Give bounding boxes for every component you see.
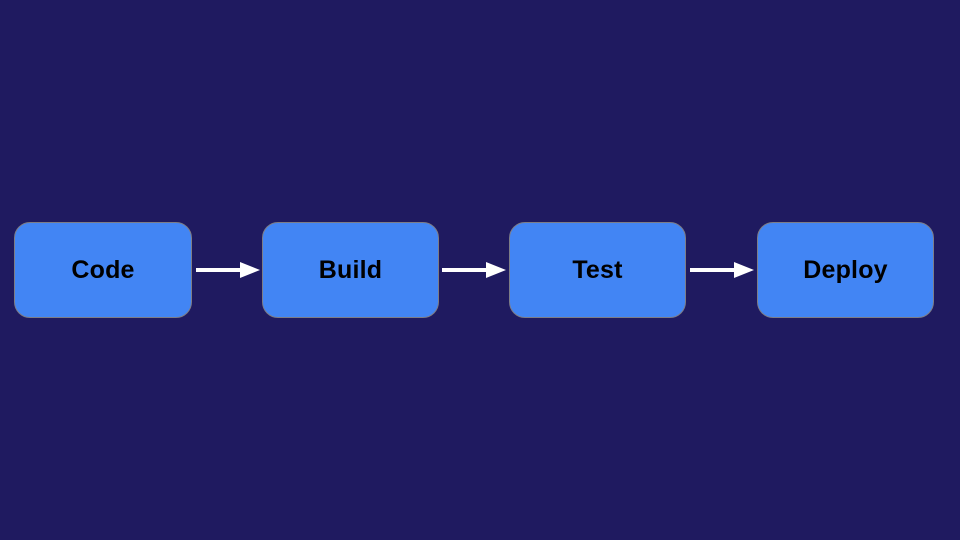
node-deploy-label: Deploy (803, 255, 888, 284)
node-deploy: Deploy (757, 222, 934, 318)
node-build-label: Build (318, 255, 383, 284)
node-code: Code (14, 222, 192, 318)
node-build: Build (262, 222, 439, 318)
flow-arrow-build-to-test (442, 262, 506, 278)
node-test-label: Test (572, 255, 623, 284)
node-test: Test (509, 222, 686, 318)
node-code-label: Code (71, 255, 135, 284)
flow-arrow-code-to-build (196, 262, 260, 278)
flow-arrow-test-to-deploy (690, 262, 754, 278)
